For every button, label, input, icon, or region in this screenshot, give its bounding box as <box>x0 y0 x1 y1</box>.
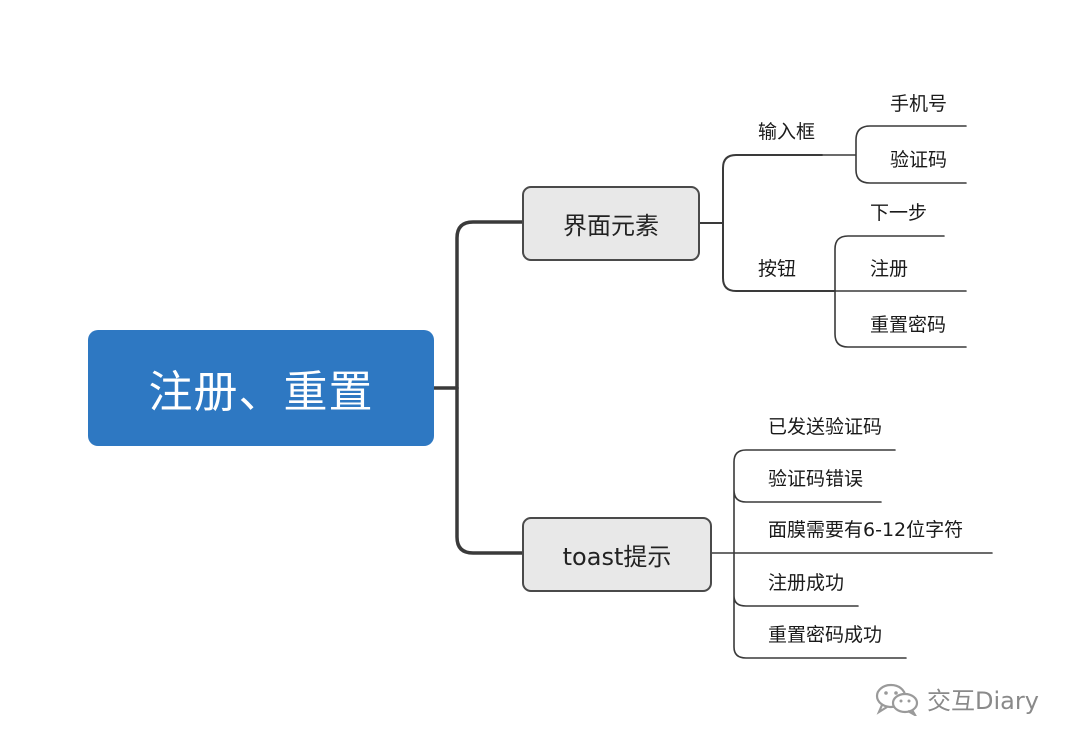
toast-label: toast提示 <box>562 543 672 571</box>
trunk-connector <box>455 220 524 555</box>
leaf-verification-code[interactable]: 验证码 <box>890 149 948 171</box>
root-node[interactable]: 注册、重置 <box>88 330 434 446</box>
toast-item-reset-success[interactable]: 重置密码成功 <box>768 624 883 646</box>
wechat-icon <box>875 683 919 716</box>
buttons-leaf-connector <box>834 235 967 348</box>
toast-connector <box>711 449 993 659</box>
toast-item-password-length[interactable]: 面膜需要有6-12位字符 <box>768 519 964 541</box>
ui-elements-label: 界面元素 <box>563 212 659 240</box>
ui-elements-connector <box>699 154 836 292</box>
toast-item-code-sent[interactable]: 已发送验证码 <box>768 416 883 438</box>
watermark-text: 交互Diary <box>927 687 1039 715</box>
ui-elements-node[interactable]: 界面元素 <box>522 186 700 261</box>
watermark: 交互Diary <box>873 681 1039 716</box>
input-box-leaf-connector <box>821 125 967 184</box>
toast-item-code-error[interactable]: 验证码错误 <box>768 468 864 490</box>
buttons-node[interactable]: 按钮 <box>758 258 797 280</box>
root-label: 注册、重置 <box>148 367 374 418</box>
toast-item-register-success[interactable]: 注册成功 <box>768 572 845 594</box>
leaf-next-step[interactable]: 下一步 <box>870 202 928 224</box>
leaf-register[interactable]: 注册 <box>870 258 909 280</box>
toast-node[interactable]: toast提示 <box>522 517 712 592</box>
leaf-reset-password[interactable]: 重置密码 <box>870 314 947 336</box>
input-box-node[interactable]: 输入框 <box>758 121 816 143</box>
leaf-phone-number[interactable]: 手机号 <box>890 93 948 115</box>
